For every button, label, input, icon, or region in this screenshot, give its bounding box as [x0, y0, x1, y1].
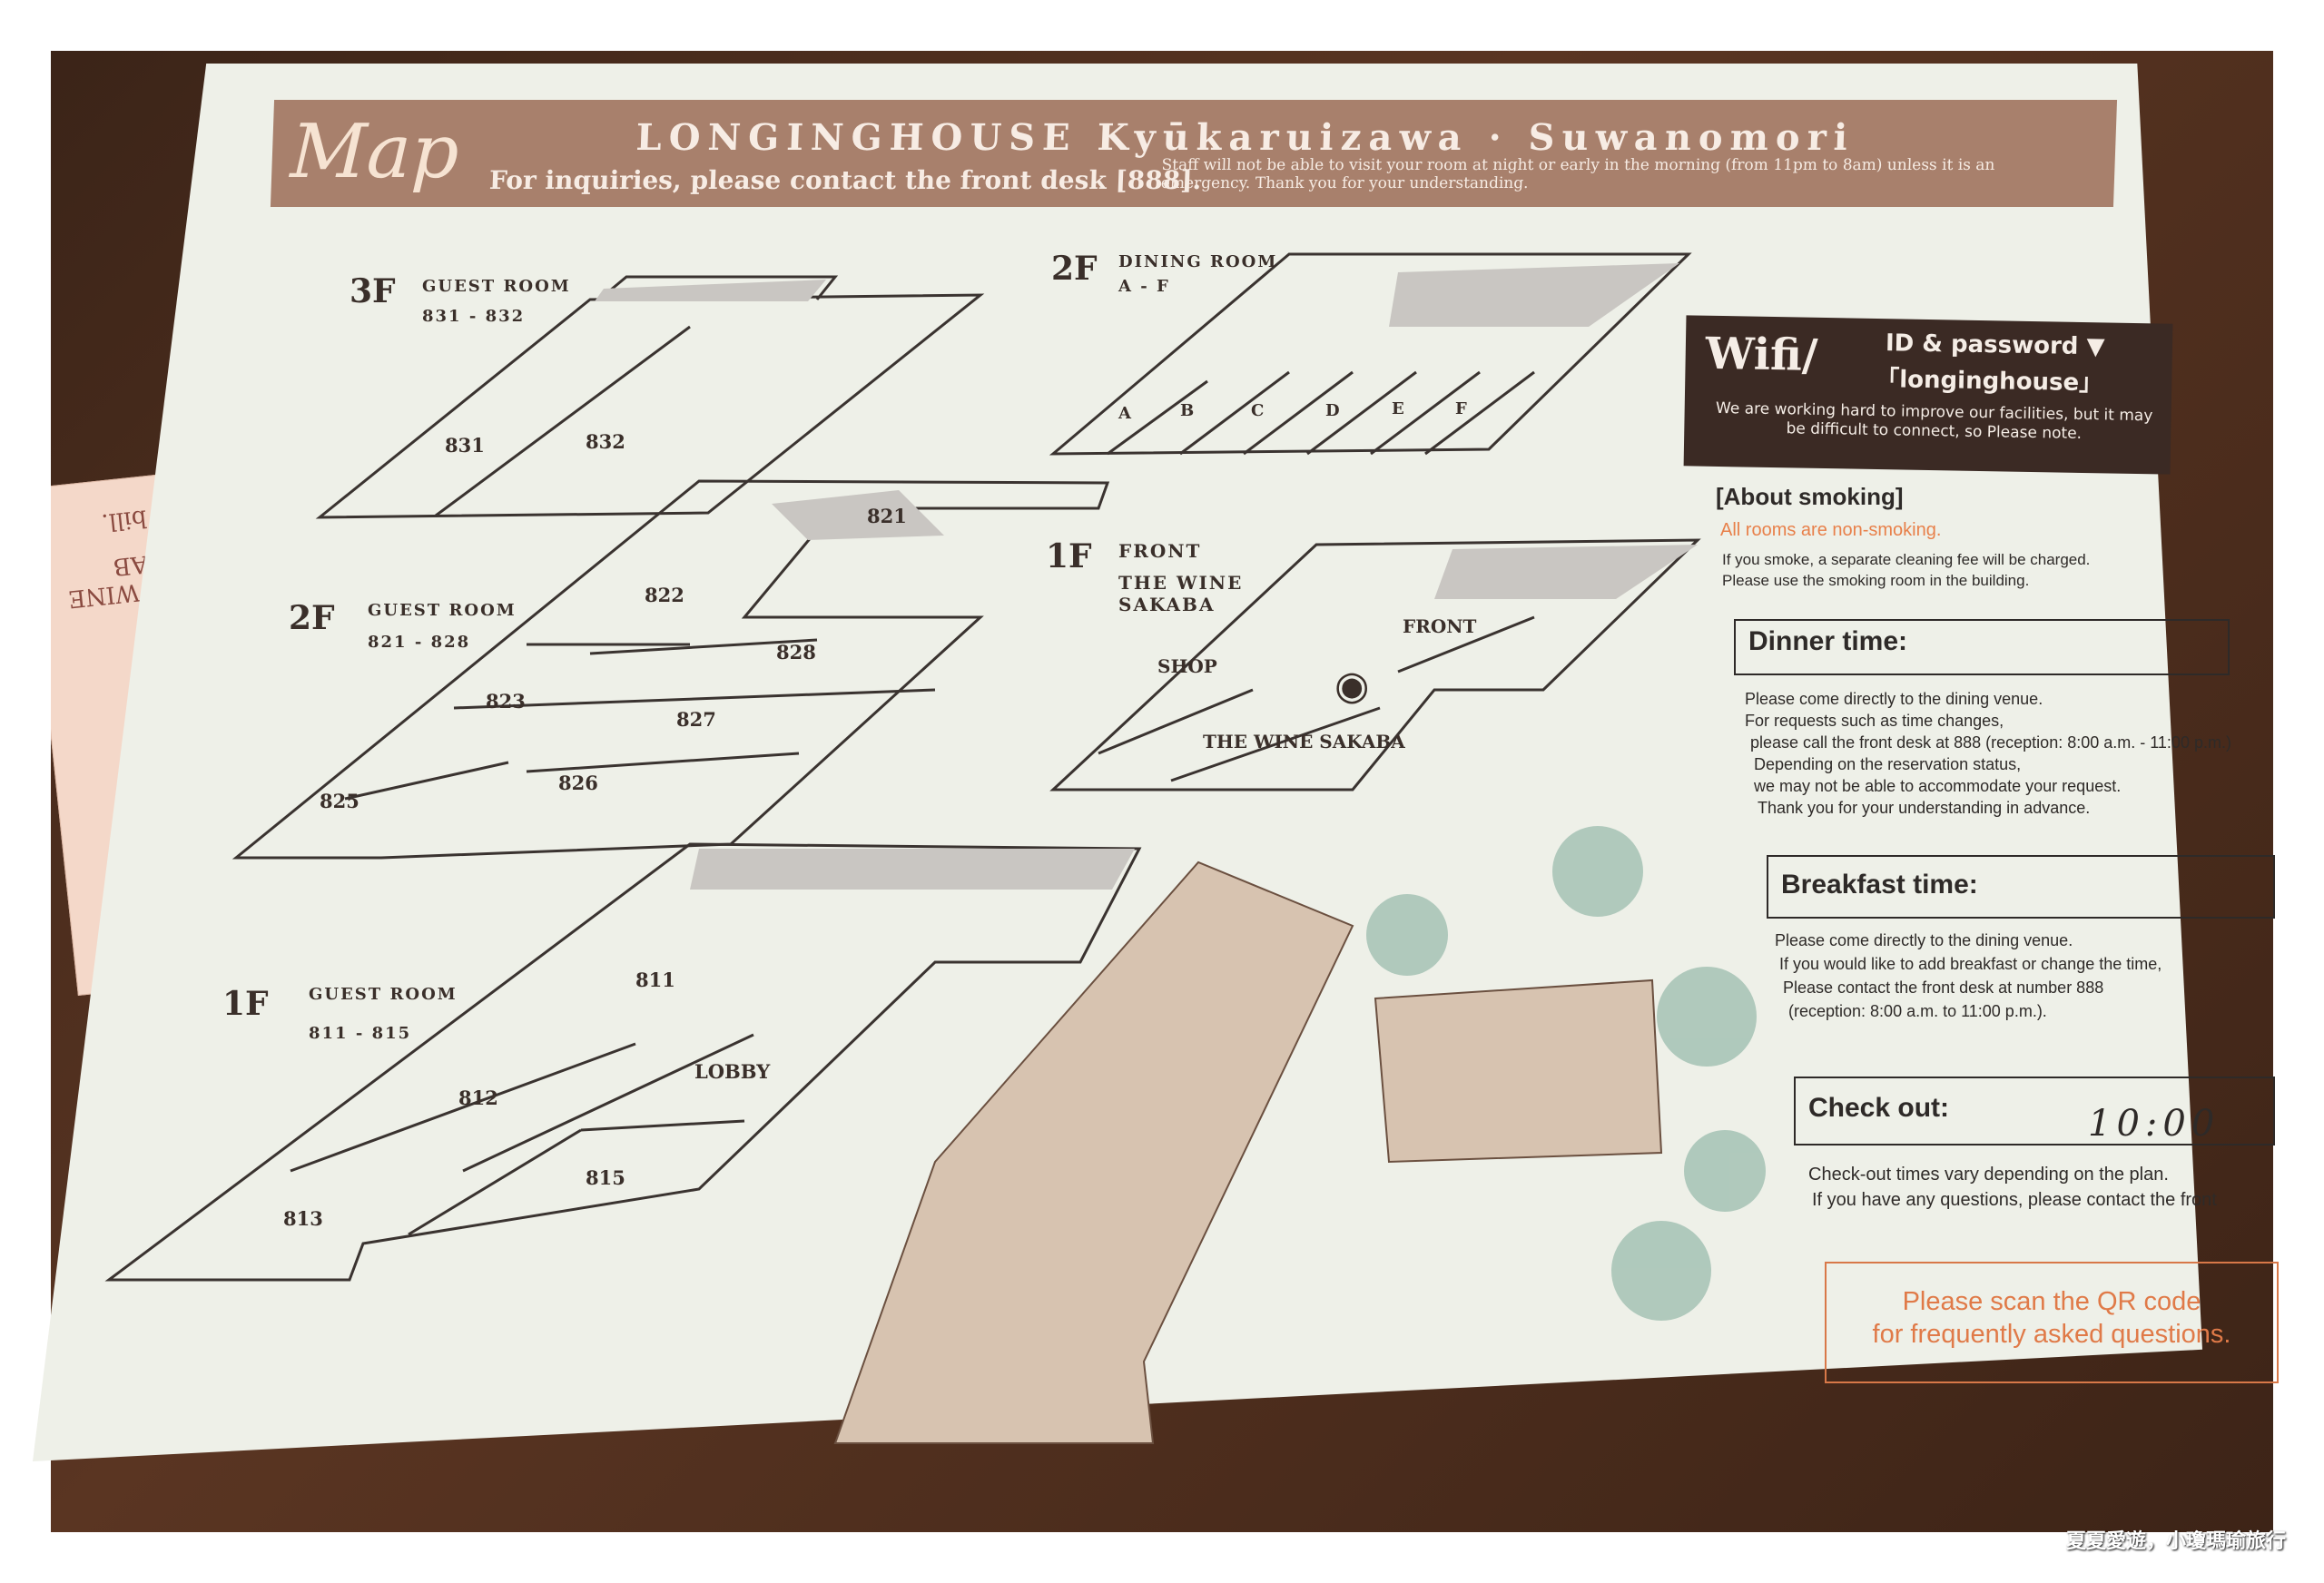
breakfast-line-3: (reception: 8:00 a.m. to 11:00 p.m.). [1788, 1002, 2047, 1020]
plan-3f-floor: 3F [350, 272, 396, 310]
room-832: 832 [586, 430, 625, 453]
plan-1f-front-outline [1049, 538, 1701, 792]
plan-1f-floor: 1F [222, 985, 269, 1023]
dinner-line-1: For requests such as time changes, [1745, 712, 2004, 730]
dinner-line-2: please call the front desk at 888 (recep… [1750, 733, 2231, 752]
checkout-handwritten-time: 10:00 [2088, 1103, 2221, 1145]
smoking-line1: If you smoke, a separate cleaning fee wi… [1722, 551, 2091, 568]
wine-sakaba-label: THE WINE SAKABA [1203, 731, 1405, 752]
room-823: 823 [486, 690, 526, 713]
dining-a: A [1118, 404, 1131, 423]
room-825: 825 [320, 790, 359, 812]
breakfast-line-1: If you would like to add breakfast or ch… [1779, 955, 2162, 973]
dining-f: F [1455, 399, 1467, 418]
plan-3f-outline [315, 293, 985, 519]
plan-front-floor: 1F [1046, 537, 1092, 575]
room-815: 815 [586, 1166, 625, 1189]
checkout-line-1: If you have any questions, please contac… [1812, 1190, 2217, 1210]
shop-label: SHOP [1157, 655, 1217, 677]
plan-front-section2: THE WINE SAKABA [1118, 572, 1244, 615]
room-812: 812 [458, 1086, 498, 1109]
qr-code-notice: Please scan the QR code for frequently a… [1825, 1262, 2279, 1383]
plan-1f-section: GUEST ROOM [309, 985, 458, 1004]
plan-2f-section: GUEST ROOM [368, 601, 517, 620]
wifi-password: 「longinghouse」 [1876, 365, 2103, 398]
wifi-title: Wifi/ [1705, 328, 1818, 381]
room-827: 827 [676, 708, 716, 731]
wifi-note: We are working hard to improve our facil… [1715, 398, 2153, 443]
smoking-highlight: All rooms are non-smoking. [1720, 520, 1942, 540]
breakfast-line-2: Please contact the front desk at number … [1783, 978, 2104, 997]
plan-2f-floor: 2F [289, 599, 335, 637]
dinner-heading: Dinner time: [1734, 619, 2230, 675]
room-822: 822 [645, 584, 684, 606]
lobby-label: LOBBY [694, 1060, 771, 1083]
plan-1f-guest-outline [104, 842, 1142, 1282]
room-828: 828 [776, 641, 816, 664]
plan-1f-range: 811 - 815 [309, 1024, 412, 1043]
plan-front-section1: FRONT [1118, 540, 1202, 562]
dining-d: D [1325, 401, 1340, 420]
plan-3f-range: 831 - 832 [422, 307, 526, 326]
dinner-line-0: Please come directly to the dining venue… [1745, 690, 2043, 708]
wifi-id-label: ID & password ▼ [1885, 329, 2105, 361]
plan-2f-range: 821 - 828 [368, 633, 471, 652]
front-label: FRONT [1403, 615, 1477, 637]
building-illustration-annex [1374, 978, 1663, 1164]
photo-watermark: 夏夏愛遊，小瓊瑪瑜旅行 [2065, 1530, 2286, 1553]
checkout-heading: Check out: [1794, 1077, 2275, 1145]
checkout-line-0: Check-out times vary depending on the pl… [1808, 1165, 2169, 1185]
smoking-heading: [About smoking] [1716, 483, 1904, 510]
room-831: 831 [445, 434, 485, 457]
plan-dining-floor: 2F [1051, 250, 1098, 288]
plan-2f-dining-outline [1049, 252, 1692, 456]
room-813: 813 [283, 1207, 323, 1230]
plan-dining-range: A - F [1118, 277, 1170, 296]
dinner-line-3: Depending on the reservation status, [1754, 755, 2022, 773]
dining-c: C [1251, 401, 1265, 420]
qr-line2: for frequently asked questions. [1872, 1320, 2231, 1349]
dining-plate-icon: ◉ [1334, 663, 1370, 709]
plan-2f-guest-outline [231, 479, 1110, 860]
dinner-line-5: Thank you for your understanding in adva… [1758, 799, 2091, 817]
dining-e: E [1392, 399, 1404, 418]
room-826: 826 [558, 772, 598, 794]
breakfast-line-0: Please come directly to the dining venue… [1775, 931, 2073, 949]
dinner-line-4: we may not be able to accommodate your r… [1754, 777, 2122, 795]
plan-dining-section: DINING ROOM [1118, 252, 1278, 271]
wifi-panel: Wifi/ ID & password ▼ 「longinghouse」 We … [1683, 315, 2173, 475]
breakfast-heading: Breakfast time: [1767, 855, 2275, 919]
smoking-line2: Please use the smoking room in the build… [1722, 572, 2030, 589]
plan-3f-section: GUEST ROOM [422, 277, 571, 296]
dining-b: B [1180, 401, 1195, 420]
qr-line1: Please scan the QR code [1902, 1287, 2201, 1316]
room-821: 821 [867, 505, 907, 527]
building-illustration-main [833, 860, 1354, 1444]
room-811: 811 [635, 968, 675, 991]
